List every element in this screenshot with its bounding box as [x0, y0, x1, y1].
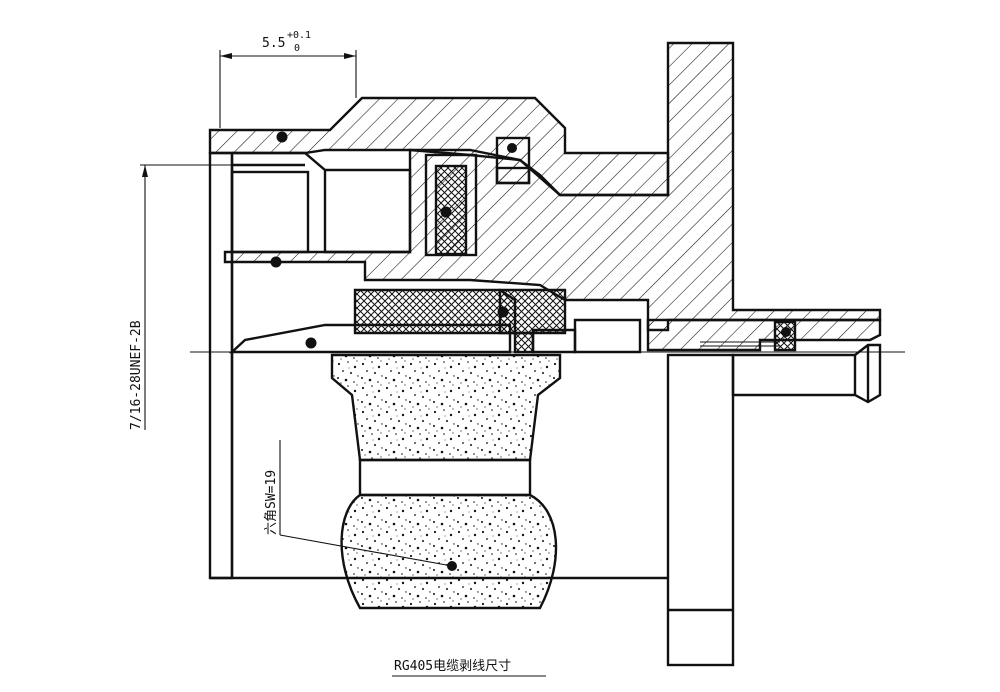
dimension-tol-lower: 0	[294, 43, 300, 54]
thread-dimension: 7/16-28UNEF-2B	[129, 164, 232, 430]
section-dot	[440, 206, 452, 218]
hex-nut-speckled	[330, 353, 562, 462]
thread-spec-label: 7/16-28UNEF-2B	[129, 320, 144, 430]
drawing-caption: RG405电缆剥线尺寸	[392, 658, 546, 677]
dimension-top: 5.5 +0.1 0	[219, 30, 357, 128]
section-dot	[270, 256, 282, 268]
section-dot	[276, 131, 288, 143]
coupling-nut-bore	[232, 151, 412, 254]
center-contact	[228, 318, 642, 354]
hex-note-leader: 六角SW=19	[264, 440, 457, 571]
rear-pin-assembly	[646, 318, 882, 404]
hex-nut-waist	[358, 458, 532, 497]
retaining-clip	[495, 136, 531, 185]
caption-text: RG405电缆剥线尺寸	[394, 658, 511, 674]
hex-note-label: 六角SW=19	[264, 470, 279, 535]
insulator-section-2	[498, 288, 567, 335]
inner-sleeve	[230, 170, 310, 254]
insulator-section	[353, 288, 517, 335]
section-dot	[497, 306, 509, 318]
dimension-tol-upper: +0.1	[287, 30, 311, 41]
hex-nut-speckled-lower	[340, 493, 558, 610]
flange-lower	[666, 353, 735, 667]
dimension-nominal: 5.5	[262, 36, 285, 51]
